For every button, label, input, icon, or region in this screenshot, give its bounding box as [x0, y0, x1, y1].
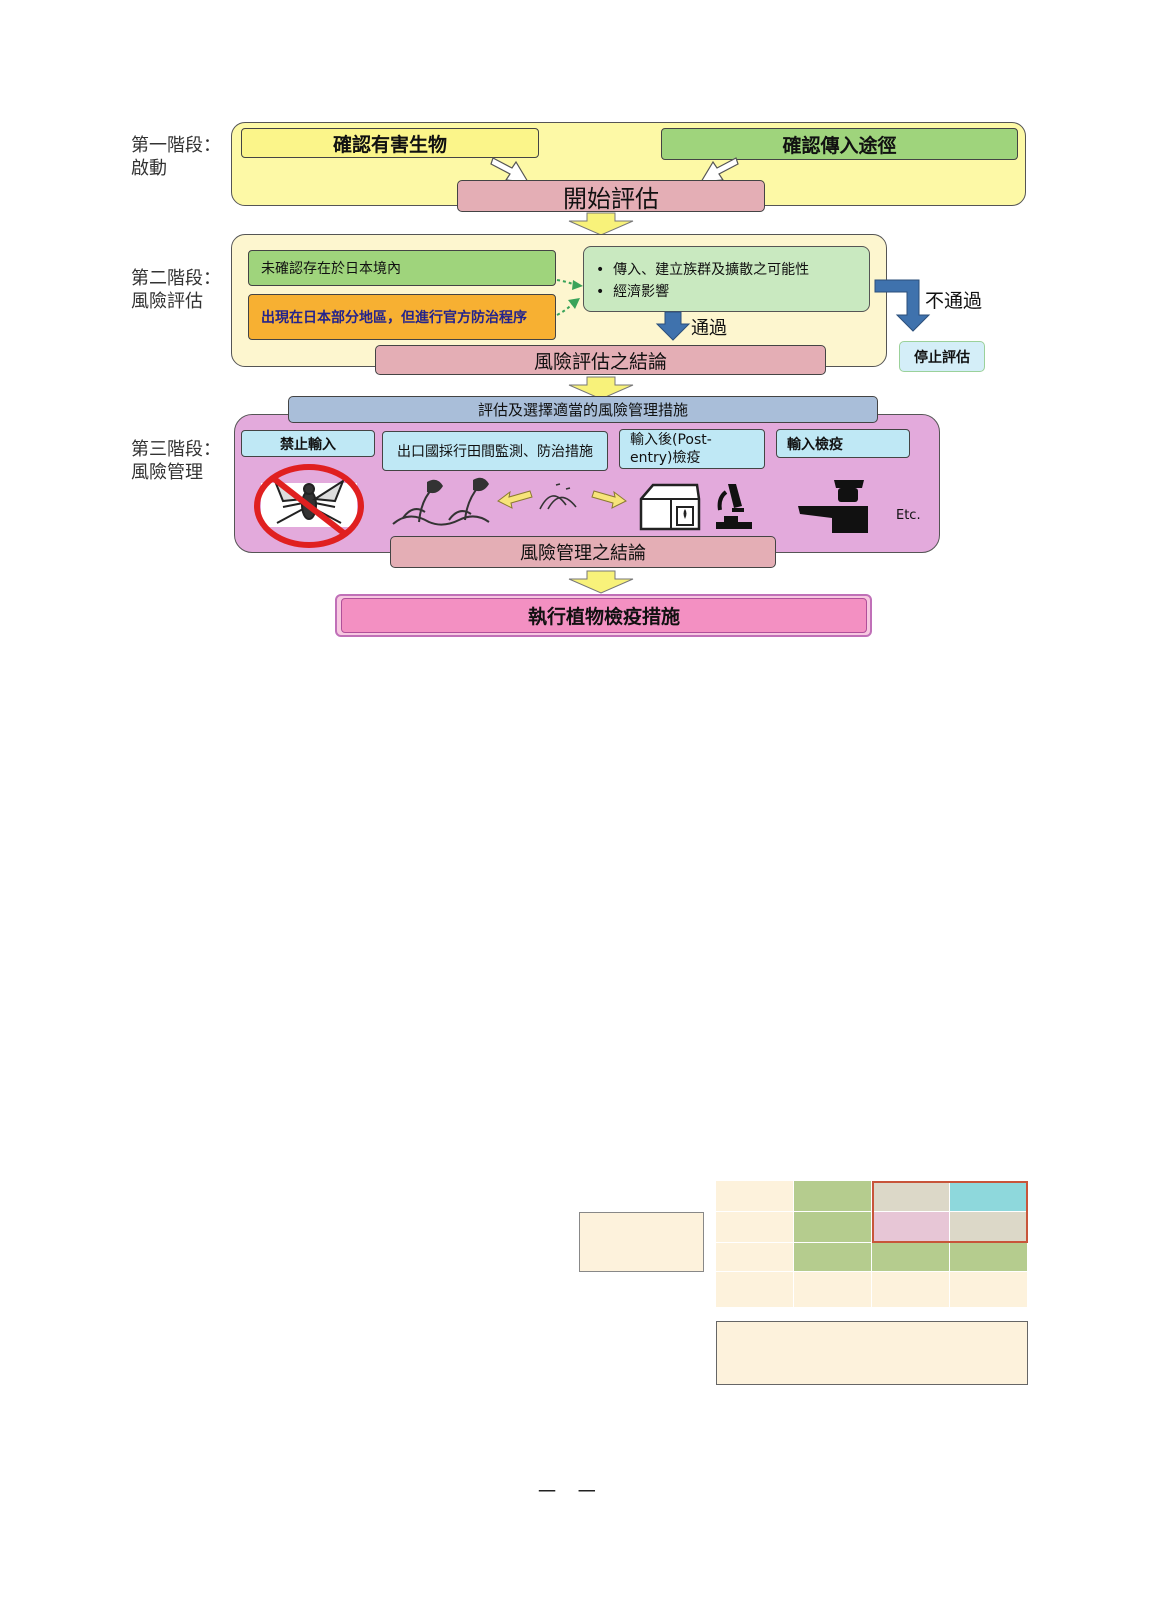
grid-cell — [716, 1243, 794, 1272]
exporter-measures-box: 出口國採行田間監測、防治措施 — [382, 431, 608, 471]
criteria-bullet-1: • 傳入、建立族群及擴散之可能性 — [596, 259, 809, 279]
pathway-identification-text: 確認傳入途徑 — [782, 134, 897, 157]
stop-assessment-text: 停止評估 — [914, 349, 970, 366]
post-entry-box: 輸入後(Post-entry)檢疫 — [619, 429, 765, 469]
grid-cell — [716, 1272, 794, 1308]
side-empty-box — [579, 1212, 704, 1272]
implement-measures-box: 執行植物檢疫措施 — [341, 598, 867, 633]
grid-cell — [794, 1212, 872, 1243]
greenhouse-icon — [639, 483, 701, 531]
grid-cell — [794, 1272, 872, 1308]
select-measures-box: 評估及選擇適當的風險管理措施 — [288, 396, 878, 423]
stage1-label-line1: 第一階段： — [131, 135, 221, 156]
grid-cell — [872, 1272, 950, 1308]
import-inspection-box: 輸入檢疫 — [776, 429, 910, 458]
ban-import-text: 禁止輸入 — [280, 436, 336, 453]
stage3-label-line2: 風險管理 — [131, 462, 203, 483]
fail-label: 不通過 — [925, 290, 983, 312]
down-arrow-3 — [568, 570, 634, 594]
etc-label: Etc. — [896, 508, 921, 523]
risk-management-conclusion-text: 風險管理之結論 — [520, 543, 646, 564]
risk-matrix-grid — [716, 1181, 1028, 1308]
inspector-icon — [798, 480, 868, 533]
bullet-dot-2: • — [596, 284, 614, 300]
stage2-label-line1: 第二階段： — [131, 268, 221, 289]
assessment-criteria-box: • 傳入、建立族群及擴散之可能性 • 經濟影響 — [583, 246, 870, 312]
criteria-text-1: 傳入、建立族群及擴散之可能性 — [613, 262, 810, 278]
bullet-dot-1: • — [596, 262, 614, 278]
grid-cell — [950, 1243, 1028, 1272]
grid-cell — [950, 1181, 1028, 1212]
pathway-identification-box: 確認傳入途徑 — [661, 128, 1018, 160]
page-number-mark: 一 一 — [538, 1482, 604, 1503]
ban-import-box: 禁止輸入 — [241, 430, 375, 457]
grid-cell — [950, 1272, 1028, 1308]
green-connector-arrows — [556, 279, 583, 316]
stage2-label-line2: 風險評估 — [131, 291, 203, 312]
down-arrow-1 — [568, 212, 634, 236]
grid-cell — [872, 1181, 950, 1212]
select-measures-text: 評估及選擇適當的風險管理措施 — [477, 401, 688, 419]
pest-identification-text: 確認有害生物 — [332, 133, 447, 156]
import-inspection-text: 輸入檢疫 — [787, 436, 843, 453]
grid-cell — [872, 1243, 950, 1272]
fail-arrow — [874, 279, 931, 332]
grid-highlight-outline — [872, 1181, 1028, 1243]
post-entry-text: 輸入後(Post-entry)檢疫 — [630, 432, 712, 466]
partial-presence-text: 出現在日本部分地區，但進行官方防治程序 — [261, 310, 527, 326]
stage1-label-line2: 啟動 — [131, 158, 167, 179]
start-assessment-text: 開始評估 — [563, 184, 659, 213]
pass-arrow — [655, 311, 691, 341]
start-assessment-box: 開始評估 — [457, 180, 765, 213]
not-confirmed-text: 未確認存在於日本境內 — [261, 261, 401, 277]
stage3-label: 第三階段： 風險管理 — [131, 438, 221, 484]
bottom-empty-box — [716, 1321, 1028, 1385]
implement-measures-text: 執行植物檢疫措施 — [527, 606, 680, 628]
criteria-bullet-2: • 經濟影響 — [596, 281, 669, 301]
grid-cell — [794, 1243, 872, 1272]
exporter-measures-text: 出口國採行田間監測、防治措施 — [397, 444, 593, 460]
partial-presence-box: 出現在日本部分地區，但進行官方防治程序 — [248, 294, 556, 340]
microscope-icon — [716, 484, 752, 529]
not-confirmed-box: 未確認存在於日本境內 — [248, 250, 556, 286]
risk-assessment-conclusion-text: 風險評估之結論 — [533, 350, 667, 373]
stage3-label-line1: 第三階段： — [131, 439, 221, 460]
grid-cell — [716, 1181, 794, 1212]
prohibited-insect-icon — [254, 464, 364, 548]
risk-management-conclusion-box: 風險管理之結論 — [390, 536, 776, 568]
stage1-label: 第一階段： 啟動 — [131, 134, 221, 180]
stage2-label: 第二階段： 風險評估 — [131, 267, 221, 313]
risk-assessment-conclusion-box: 風險評估之結論 — [375, 345, 826, 375]
criteria-text-2: 經濟影響 — [613, 284, 670, 300]
double-yellow-arrows — [497, 483, 627, 510]
grid-cell — [716, 1212, 794, 1243]
pass-label: 通過 — [691, 318, 727, 339]
down-arrow-2 — [568, 376, 634, 400]
grid-cell — [794, 1181, 872, 1212]
stop-assessment-box: 停止評估 — [899, 341, 985, 372]
pest-identification-box: 確認有害生物 — [241, 128, 539, 158]
crop-monitoring-icon — [392, 477, 490, 526]
